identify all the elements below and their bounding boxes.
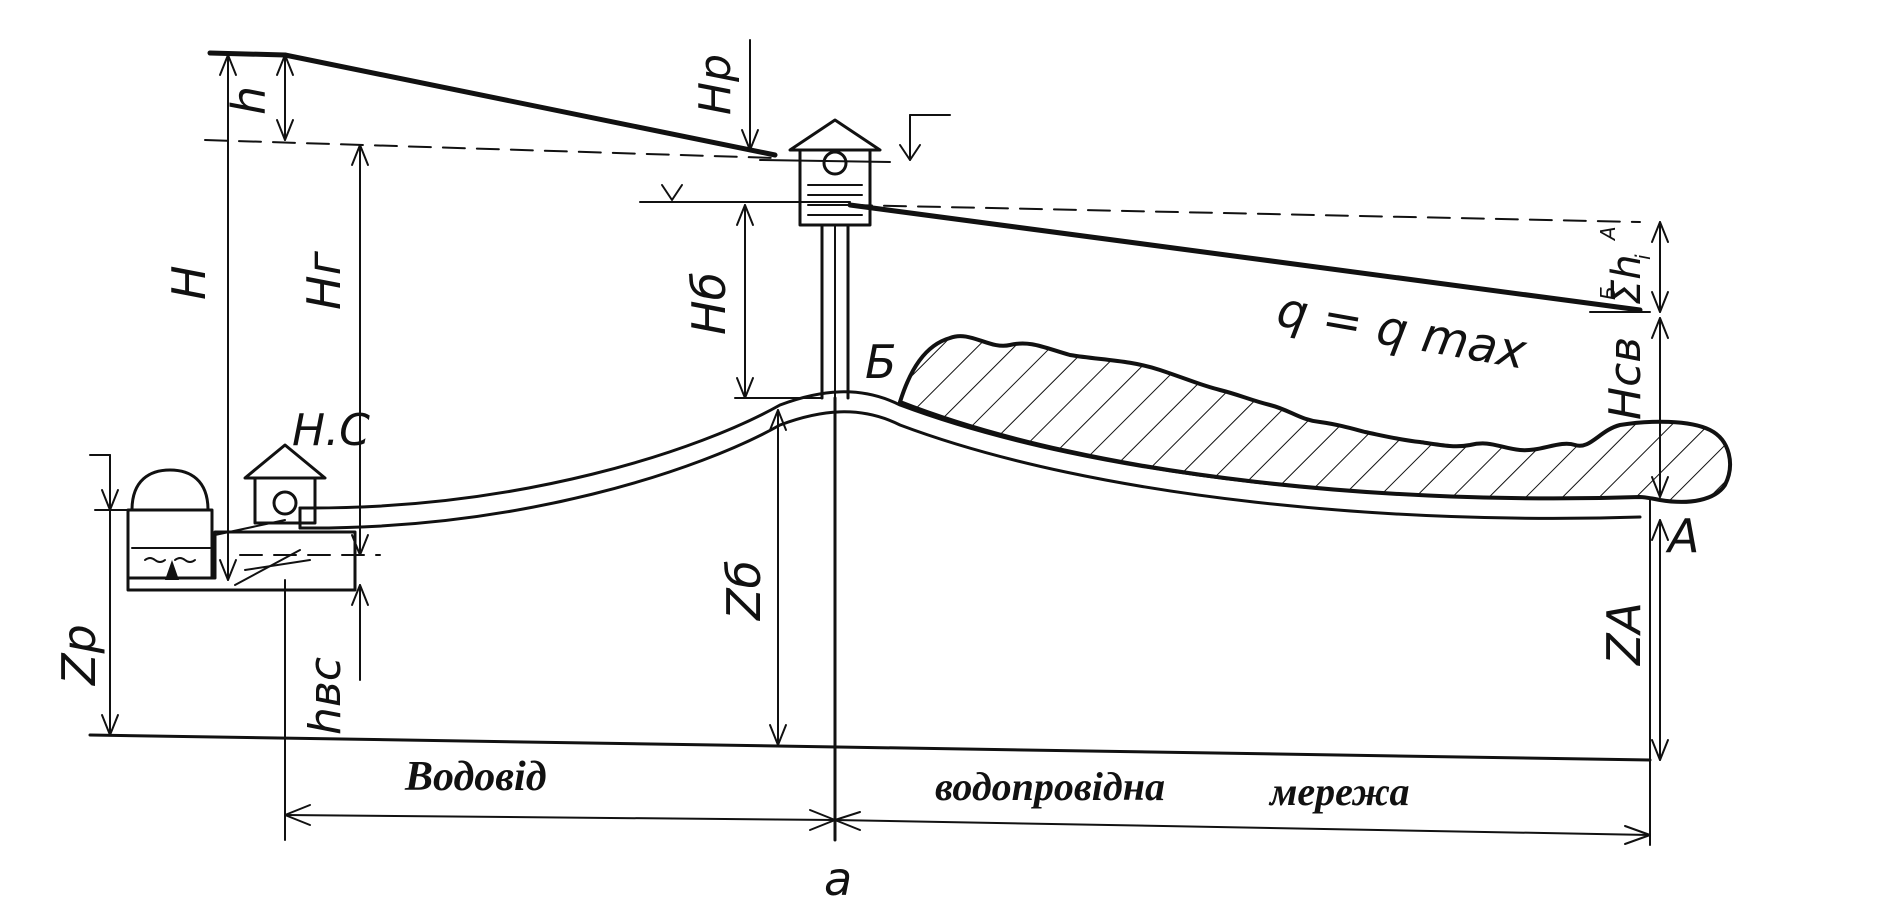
- label-hvs: hвс: [300, 657, 351, 735]
- top-head-mark: [207, 50, 288, 58]
- piezometric-line-vodovid: [282, 52, 778, 158]
- label-Hg: Hг: [297, 250, 351, 310]
- label-section-a: a: [824, 852, 852, 906]
- label-point-B: Б: [865, 335, 897, 389]
- label-q-formula: q = q max: [1273, 282, 1531, 381]
- label-Hp: Hр: [690, 54, 741, 115]
- label-ZA: ZА: [1597, 602, 1651, 667]
- built-up-area: [898, 334, 1732, 504]
- label-H: H: [162, 265, 216, 300]
- pump-station: [126, 443, 357, 592]
- label-merezha: мережа: [1268, 769, 1409, 814]
- label-point-A: А: [1665, 509, 1699, 563]
- pipeline-lower: [298, 410, 1642, 530]
- label-h: h: [222, 86, 276, 115]
- water-tower: [788, 118, 882, 400]
- label-sum-h-top: А: [1596, 226, 1620, 242]
- label-Zb: Zб: [717, 560, 771, 622]
- clean-water-reservoir: [126, 468, 214, 580]
- label-vodovid: Водовід: [404, 754, 547, 800]
- label-sum-h-bottom: Б: [1596, 286, 1620, 300]
- label-Hb: Hб: [682, 272, 736, 335]
- label-Zp: Zр: [52, 624, 106, 687]
- label-sum-h-sub: i: [1631, 254, 1655, 260]
- dimension-lines: [89, 39, 1669, 846]
- piezometric-line-network: [847, 202, 1643, 313]
- dashed-level-tower: [849, 204, 1641, 223]
- label-Hsv: Hсв: [1600, 337, 1651, 420]
- datum-line: [88, 733, 1652, 762]
- label-vodoprovidna: водопровідна: [935, 764, 1165, 809]
- dashed-level-hg: [204, 139, 776, 159]
- label-sum-h: Σh: [1604, 254, 1650, 305]
- label-NS: Н.С: [292, 405, 370, 456]
